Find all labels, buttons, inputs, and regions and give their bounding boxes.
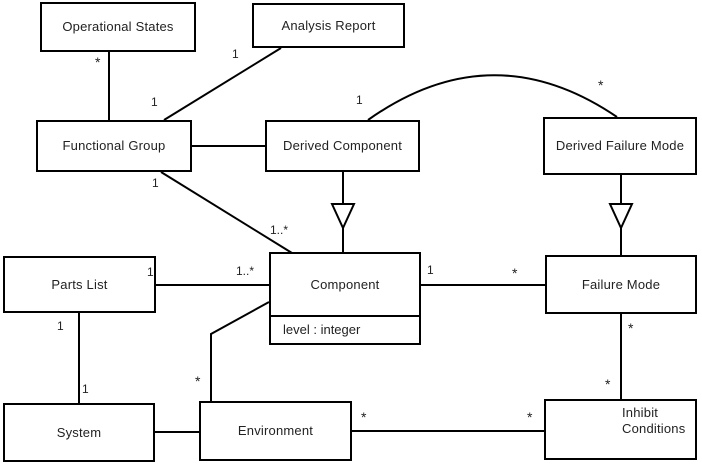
multiplicity-label-m-pl-sys-top: 1: [57, 319, 64, 333]
multiplicity-label-m-ar-fg: 1: [232, 47, 239, 61]
class-box-failure-mode[interactable]: Failure Mode: [545, 255, 697, 314]
class-name-functional-group: Functional Group: [62, 138, 166, 153]
class-box-derived-component[interactable]: Derived Component: [265, 120, 420, 172]
multiplicity-label-m-pl-sys-bot: 1: [82, 382, 89, 396]
multiplicity-label-m-fg-comp-bot: 1..*: [270, 223, 289, 237]
multiplicity-label-m-pl-comp-r: 1..*: [236, 264, 255, 278]
multiplicity-label-m-env-ic-l: *: [361, 409, 367, 425]
class-box-parts-list[interactable]: Parts List: [3, 256, 156, 313]
class-box-system[interactable]: System: [3, 403, 155, 462]
multiplicity-label-m-fg-dc-left: 1: [151, 95, 158, 109]
class-box-inhibit-conditions[interactable]: Inhibit Conditions: [544, 399, 697, 460]
class-box-component[interactable]: Component level : integer: [269, 252, 421, 345]
class-box-analysis-report[interactable]: Analysis Report: [252, 3, 405, 48]
multiplicity-label-m-op-states-fg: *: [95, 54, 101, 70]
class-attribute: level : integer: [283, 322, 361, 337]
multiplicity-label-m-fm-ic-bot: *: [605, 376, 611, 392]
multiplicity-label-m-fg-dc-right: 1: [356, 93, 363, 107]
class-box-operational-states[interactable]: Operational States: [40, 2, 196, 52]
association-derived-component--component: [330, 172, 356, 252]
association-functional-group--component: [160, 171, 293, 254]
association-derived-component--derived-failure-mode: [367, 74, 618, 121]
class-attributes-component: level : integer: [271, 315, 419, 343]
class-name-derived-failure-mode: Derived Failure Mode: [555, 138, 685, 153]
class-name-analysis-report: Analysis Report: [281, 17, 376, 33]
class-name-environment: Environment: [237, 423, 314, 438]
association-analysis-report--functional-group: [163, 47, 282, 121]
generalization-arrowhead: [330, 203, 356, 231]
class-name-component: Component: [310, 276, 380, 292]
class-box-derived-failure-mode[interactable]: Derived Failure Mode: [543, 117, 697, 175]
class-name-failure-mode: Failure Mode: [581, 276, 661, 292]
multiplicity-label-m-fg-comp-top: 1: [152, 176, 159, 190]
generalization-arrowhead: [608, 203, 634, 231]
class-name-system: System: [56, 424, 102, 440]
multiplicity-label-m-pl-comp-l: 1: [147, 265, 154, 279]
class-box-environment[interactable]: Environment: [199, 401, 352, 461]
multiplicity-label-m-fm-ic-top: *: [628, 320, 634, 336]
class-box-functional-group[interactable]: Functional Group: [36, 120, 192, 172]
class-name-derived-component: Derived Component: [282, 138, 403, 153]
association-derived-failure-mode--failure-mode: [608, 175, 634, 255]
association-environment--component: [210, 301, 270, 401]
multiplicity-label-m-env-comp: *: [195, 373, 201, 389]
class-name-operational-states: Operational States: [62, 19, 174, 34]
class-name-inhibit-conditions: Inhibit Conditions: [622, 405, 686, 436]
multiplicity-label-m-comp-fm-r: *: [512, 265, 518, 281]
multiplicity-label-m-env-ic-r: *: [527, 409, 533, 425]
multiplicity-label-m-comp-fm-l: 1: [427, 263, 434, 277]
class-name-parts-list: Parts List: [51, 276, 108, 292]
multiplicity-label-m-dfm-arc: *: [598, 77, 604, 93]
